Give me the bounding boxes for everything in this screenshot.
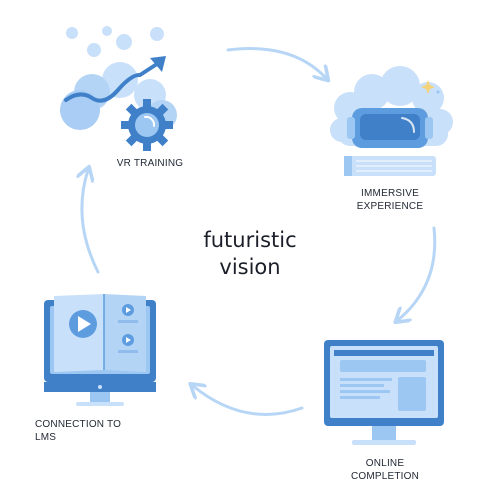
label-vr-training-line1: VR TRAINING xyxy=(116,158,184,169)
center-title: futuristic vision xyxy=(150,227,350,281)
vr-training-icon xyxy=(60,26,177,151)
label-vr-training: VR TRAINING xyxy=(95,157,205,170)
arrow-immersive-to-online xyxy=(398,226,437,320)
label-lms-line2: LMS xyxy=(35,432,57,443)
label-online-line2: COMPLETION xyxy=(350,471,420,482)
label-lms-line1: CONNECTION TO xyxy=(35,419,122,430)
arrow-vr-to-immersive xyxy=(226,47,326,78)
label-online-completion: ONLINE COMPLETION xyxy=(330,457,440,483)
label-immersive-line2: EXPERIENCE xyxy=(356,201,424,212)
label-online-line1: ONLINE xyxy=(365,458,405,469)
label-immersive-experience: IMMERSIVE EXPERIENCE xyxy=(335,187,445,213)
center-title-line2: vision xyxy=(219,255,281,279)
video-book-monitor-icon xyxy=(44,294,156,406)
monitor-icon xyxy=(324,340,444,445)
center-title-line1: futuristic xyxy=(203,228,297,252)
label-connection-to-lms: CONNECTION TO LMS xyxy=(35,418,155,444)
label-immersive-line1: IMMERSIVE xyxy=(361,188,419,199)
arrow-online-to-lms xyxy=(193,386,304,416)
arrow-lms-to-vr xyxy=(82,170,100,274)
vr-headset-icon xyxy=(330,66,453,176)
